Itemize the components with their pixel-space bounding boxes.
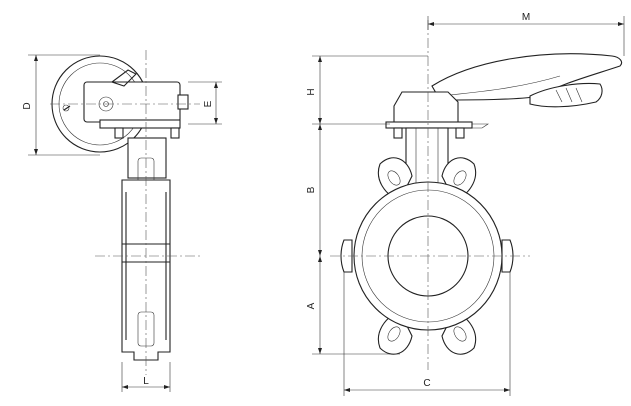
front-view [330,20,623,370]
dimension-c: C [343,272,511,396]
dim-label-a: A [306,302,317,309]
side-bolt-right [170,127,180,139]
dimension-m: M [427,12,625,56]
side-bolt-left [114,127,124,139]
bolt-hole-top-right [453,170,467,186]
ratchet-plate [385,121,473,129]
lever-trigger [529,83,603,108]
bolt-hole-top-left [387,170,401,186]
bolt-hole-bottom-right [453,326,467,342]
dimension-d: D [22,54,100,156]
lug-left [340,239,353,273]
lug-right [501,239,514,273]
dim-label-e: E [203,100,214,107]
bolt-hole-bottom-left [387,326,401,342]
dim-label-l: L [143,376,149,387]
front-neck [405,127,449,189]
front-bolt-right [455,127,465,139]
gearbox [83,81,181,123]
dimension-a: A [306,256,400,355]
dimension-h: H [306,55,428,125]
dimension-b: B [306,124,322,256]
gearbox-flange [99,119,181,129]
lever-handle [431,53,623,101]
lever-head [393,91,459,125]
dim-label-d: D [22,102,33,109]
dimension-e: E [188,81,222,125]
lever-grip-lines [555,87,583,103]
side-view [50,50,200,375]
gearbox-knob [177,94,189,110]
lever-handle-edge [439,75,561,97]
lock-tab [472,123,489,129]
front-bolt-left [393,127,403,139]
dim-label-b: B [306,186,317,193]
dim-label-m: M [522,12,530,23]
wheel-knob [62,104,70,112]
dim-label-h: H [306,88,317,95]
dim-label-c: C [423,378,430,389]
crank-handle [110,69,137,87]
dimension-l: L [121,362,171,392]
